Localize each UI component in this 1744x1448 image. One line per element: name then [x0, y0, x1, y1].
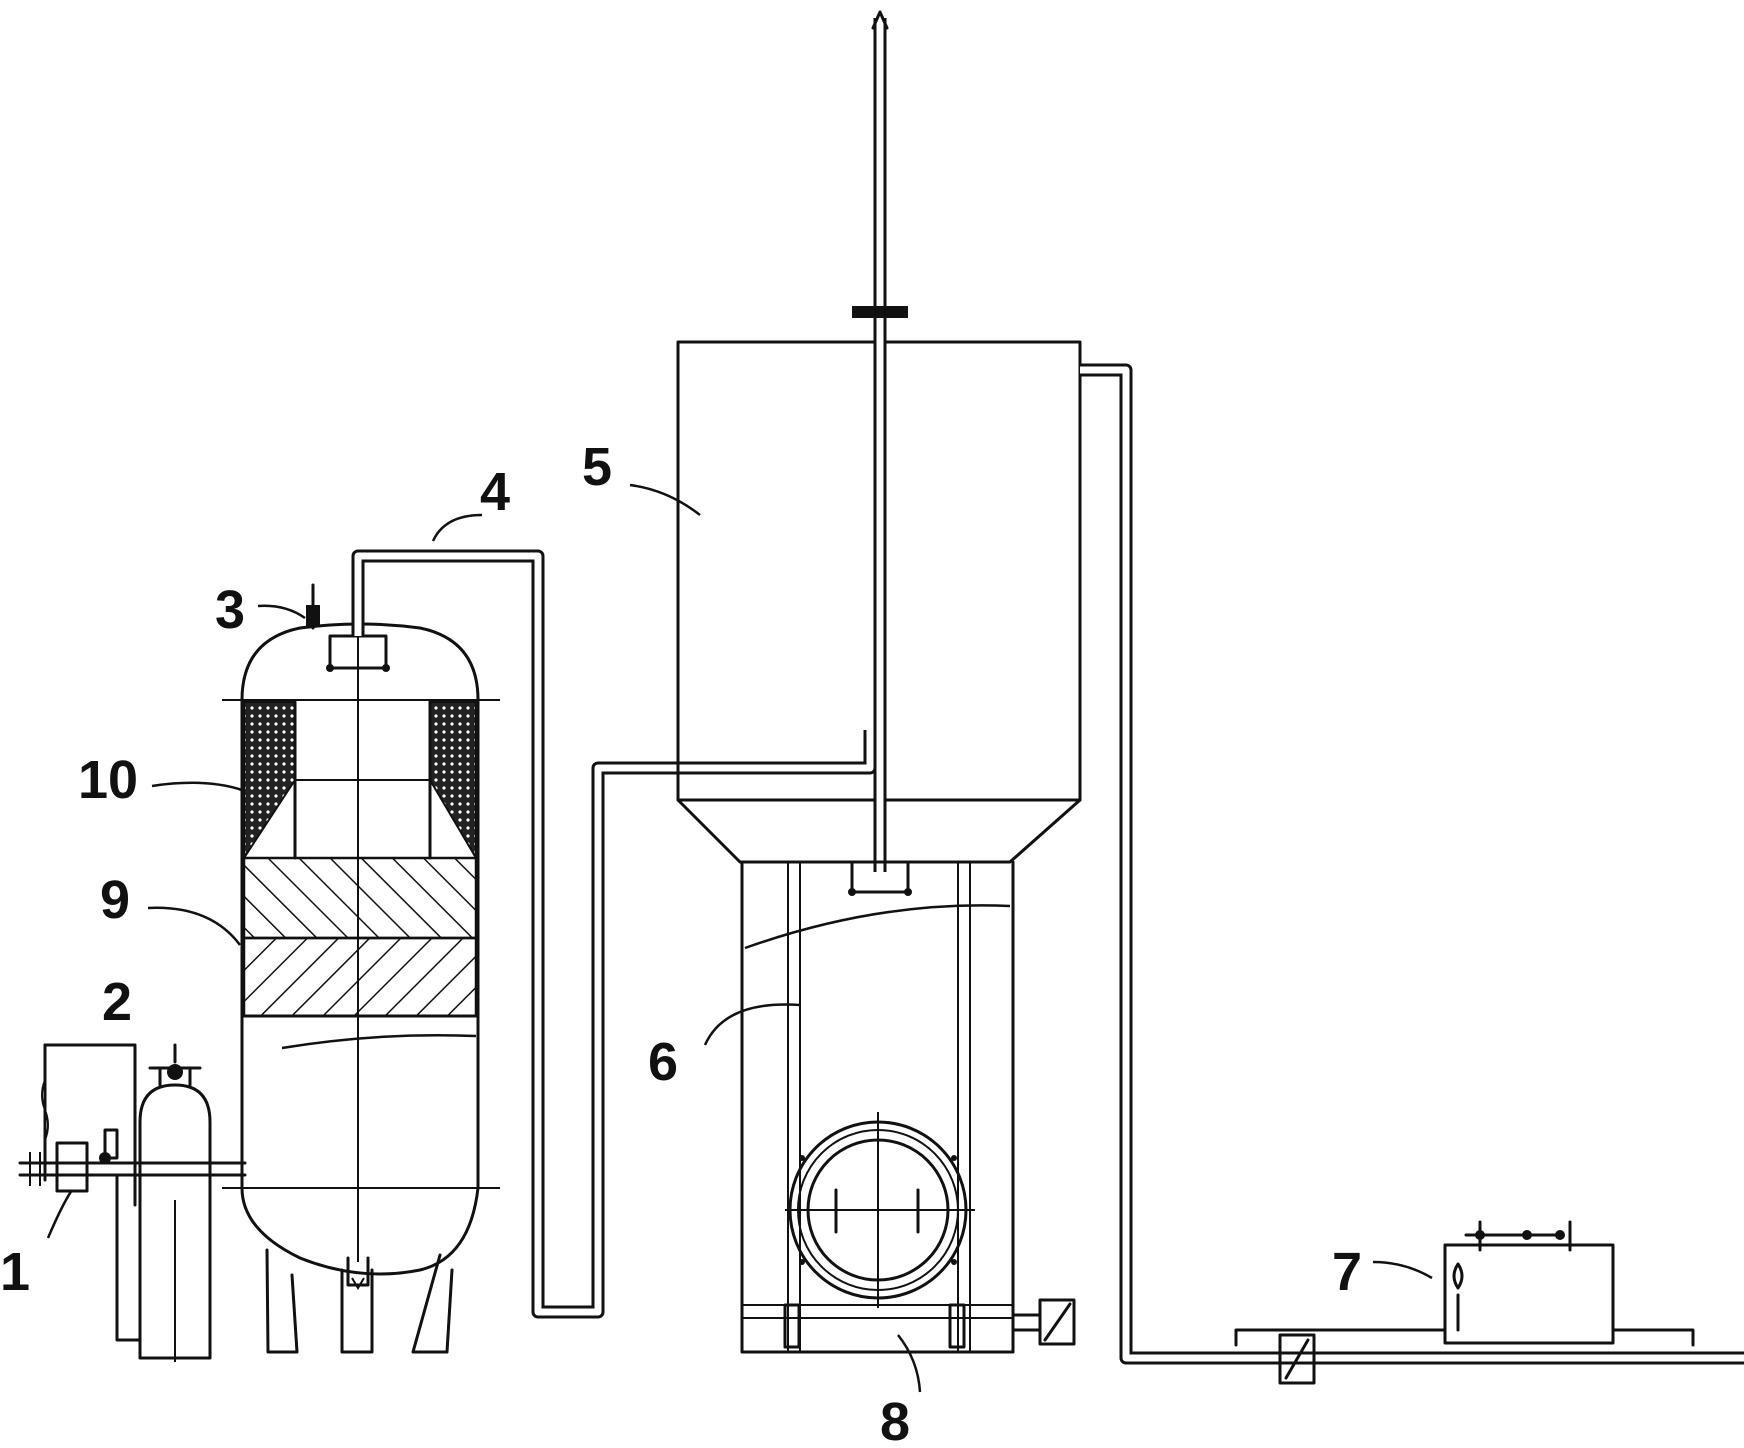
label-5: 5 — [582, 437, 612, 497]
label-10: 10 — [78, 750, 138, 810]
label-4: 4 — [480, 462, 510, 522]
label-8: 8 — [880, 1392, 910, 1448]
label-1: 1 — [0, 1242, 30, 1302]
label-7: 7 — [1332, 1242, 1362, 1302]
label-6: 6 — [648, 1032, 678, 1092]
label-2: 2 — [102, 972, 132, 1032]
central-rod — [848, 10, 912, 896]
deposition-chamber — [740, 860, 1076, 1354]
top-sensor — [306, 583, 320, 630]
label-3: 3 — [215, 580, 245, 640]
reactor-vessel — [222, 622, 500, 1354]
gas-cylinder — [138, 1043, 212, 1362]
exhaust-unit — [1234, 1220, 1695, 1385]
outlet-pipe — [1080, 363, 1744, 1365]
leader-lines — [46, 483, 1433, 1393]
label-9: 9 — [100, 870, 130, 930]
